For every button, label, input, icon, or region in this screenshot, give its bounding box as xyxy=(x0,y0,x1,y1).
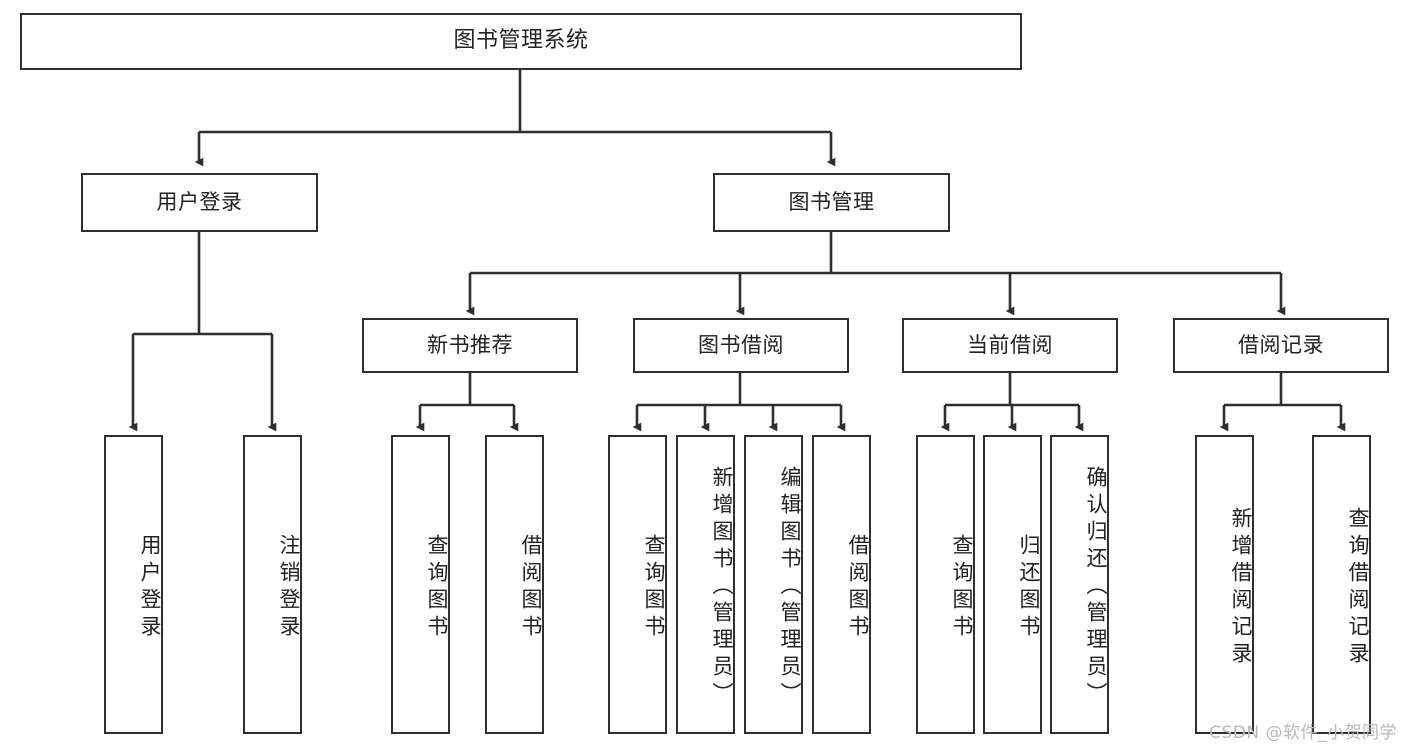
node-label: 新增图书（管理员） xyxy=(710,466,734,709)
root-to-level2-connector xyxy=(194,70,836,167)
node-label: 用户登录 xyxy=(156,189,243,214)
node-book-borrow[interactable]: 图书借阅 xyxy=(633,318,849,373)
node-borrow-record[interactable]: 借阅记录 xyxy=(1173,318,1389,373)
node-label: 归还图书 xyxy=(1017,533,1041,642)
book-borrow-to-leaves-connector xyxy=(632,373,846,432)
node-label: 新书推荐 xyxy=(427,332,513,357)
node-add-book[interactable]: 新增图书（管理员） xyxy=(676,435,735,734)
node-label: 借阅记录 xyxy=(1238,332,1324,357)
node-label: 借阅图书 xyxy=(846,533,870,642)
node-login-user[interactable]: 用户登录 xyxy=(104,435,163,734)
borrow-record-to-leaves-connector xyxy=(1219,373,1346,432)
node-label: 查询借阅记录 xyxy=(1346,506,1370,669)
node-logout-user[interactable]: 注销登录 xyxy=(243,435,302,734)
node-label: 确认归还（管理员） xyxy=(1084,466,1108,709)
node-edit-book[interactable]: 编辑图书（管理员） xyxy=(744,435,803,734)
new-book-recommend-to-leaves-connector xyxy=(415,373,519,432)
node-query-book-3[interactable]: 查询图书 xyxy=(916,435,975,734)
node-add-borrow-record[interactable]: 新增借阅记录 xyxy=(1195,435,1254,734)
node-user-login[interactable]: 用户登录 xyxy=(81,173,318,232)
node-book-manage[interactable]: 图书管理 xyxy=(713,173,950,232)
book-manage-to-level3-connector xyxy=(465,232,1286,316)
node-label: 图书管理系统 xyxy=(453,28,589,54)
current-borrow-to-leaves-connector xyxy=(940,373,1084,432)
node-label: 编辑图书（管理员） xyxy=(778,466,802,709)
node-label: 查询图书 xyxy=(425,533,449,642)
node-confirm-return[interactable]: 确认归还（管理员） xyxy=(1050,435,1109,734)
node-query-book-2[interactable]: 查询图书 xyxy=(608,435,667,734)
node-query-book-1[interactable]: 查询图书 xyxy=(391,435,450,734)
node-label: 查询图书 xyxy=(642,533,666,642)
node-root-system[interactable]: 图书管理系统 xyxy=(20,13,1022,70)
node-label: 当前借阅 xyxy=(967,332,1053,357)
node-new-book-recommend[interactable]: 新书推荐 xyxy=(362,318,578,373)
node-return-book[interactable]: 归还图书 xyxy=(983,435,1042,734)
node-label: 用户登录 xyxy=(138,533,162,642)
node-current-borrow[interactable]: 当前借阅 xyxy=(902,318,1118,373)
node-label: 新增借阅记录 xyxy=(1229,506,1253,669)
node-label: 注销登录 xyxy=(277,533,301,642)
node-query-borrow-record[interactable]: 查询借阅记录 xyxy=(1312,435,1371,734)
node-borrow-book-1[interactable]: 借阅图书 xyxy=(485,435,544,734)
node-label: 图书借阅 xyxy=(698,332,784,357)
node-label: 图书管理 xyxy=(788,189,875,214)
watermark-text: CSDN @软件_小贺同学 xyxy=(1209,723,1397,743)
node-label: 查询图书 xyxy=(950,533,974,642)
node-label: 借阅图书 xyxy=(519,533,543,642)
node-borrow-book-2[interactable]: 借阅图书 xyxy=(812,435,871,734)
user-login-to-leaves-connector xyxy=(128,232,277,432)
